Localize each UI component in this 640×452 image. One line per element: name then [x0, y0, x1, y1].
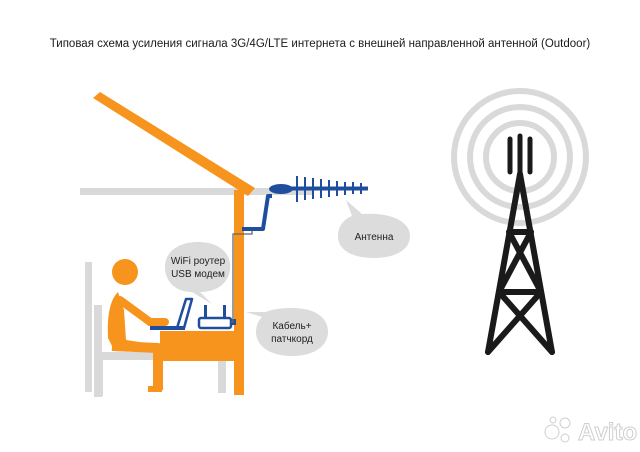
- gray-background-structure: [80, 188, 312, 397]
- cable-label-line1: Кабель+: [272, 320, 311, 332]
- signal-ring-outer: [451, 88, 589, 226]
- outdoor-antenna: [242, 176, 368, 231]
- antenna-mount: [242, 194, 272, 231]
- router-antenna-left: [204, 305, 207, 319]
- left-wall: [85, 262, 92, 392]
- desk-leg: [218, 345, 226, 393]
- router-icon: [197, 305, 236, 330]
- router-label-bubble: WiFi роутер USB модем: [165, 242, 231, 304]
- cable-line: [231, 230, 253, 323]
- chair-leg: [96, 360, 103, 396]
- router-body: [197, 316, 233, 330]
- chair-seat: [94, 352, 154, 360]
- router-antenna-right: [223, 305, 226, 319]
- cable-bubble-shape: [246, 308, 328, 356]
- tower-lattice: [485, 171, 555, 355]
- antenna-bubble-shape: [338, 200, 410, 258]
- laptop-base: [150, 326, 185, 330]
- laptop-screen: [175, 297, 194, 330]
- person-arm: [116, 296, 169, 326]
- signal-ring-inner: [483, 120, 557, 194]
- antenna-label: Антенна: [355, 232, 394, 243]
- roof-beam: [93, 92, 255, 196]
- diagram-title: Типовая схема усиления сигнала 3G/4G/LTE…: [49, 38, 591, 50]
- router-label-line1: WiFi роутер: [171, 256, 226, 267]
- signal-ring-middle: [467, 104, 573, 210]
- person-leg: [111, 341, 163, 390]
- router-bubble-shape: [165, 242, 231, 304]
- cable-label-line2: патчкорд: [271, 334, 313, 345]
- cable-label-bubble: Кабель+ патчкорд: [246, 308, 328, 356]
- person-foot: [148, 386, 162, 392]
- chair-back: [94, 305, 102, 397]
- antenna-label-bubble: Антенна: [338, 200, 410, 258]
- desk-block: [160, 331, 236, 361]
- house-frame: [93, 92, 255, 395]
- laptop-icon: [150, 297, 194, 330]
- antenna-feed: [269, 184, 293, 194]
- tower-antennas: [507, 133, 533, 177]
- person-head: [112, 259, 138, 285]
- house-wall: [234, 190, 244, 395]
- avito-logo-icon: [544, 416, 571, 443]
- antenna-cable: [231, 230, 253, 323]
- watermark-text: Avito: [578, 419, 637, 446]
- ceiling-line: [80, 188, 312, 195]
- signal-rings: [451, 88, 589, 226]
- antenna-elements: [296, 176, 362, 202]
- cell-tower: [451, 88, 589, 355]
- avito-watermark: Avito: [544, 416, 638, 447]
- router-label-line2: USB модем: [171, 269, 225, 280]
- person-torso: [107, 292, 152, 352]
- person-figure: [107, 259, 169, 392]
